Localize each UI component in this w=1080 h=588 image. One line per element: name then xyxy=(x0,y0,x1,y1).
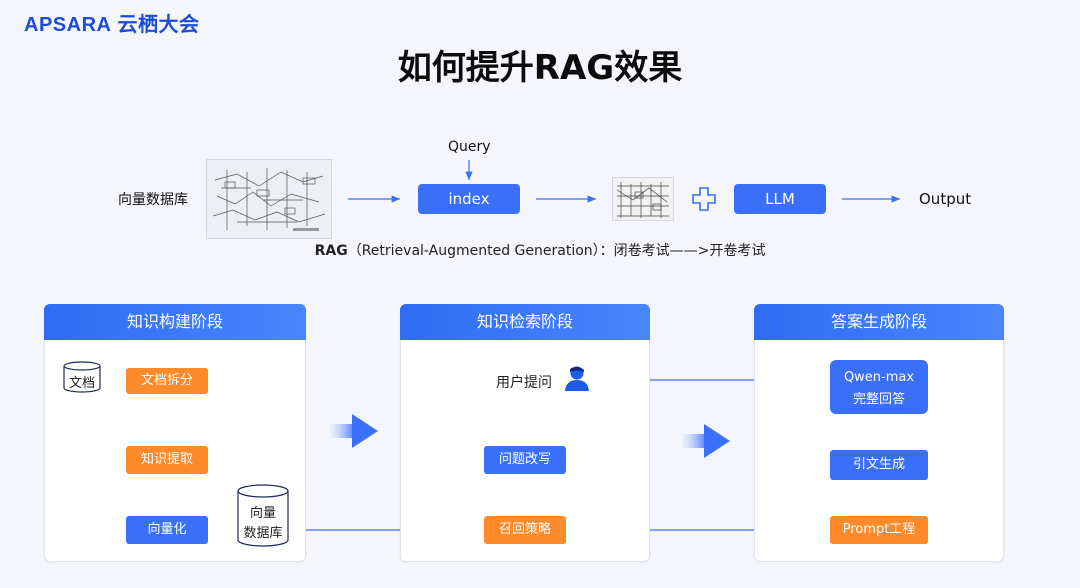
doc-label: 文档 xyxy=(68,376,95,391)
generate-stage-title: 答案生成阶段 xyxy=(754,304,1004,340)
page-title: 如何提升RAG效果 xyxy=(397,48,683,88)
doc-split-node: 文档拆分 xyxy=(126,368,208,394)
vectorize-node: 向量化 xyxy=(126,516,208,544)
qwen-max-line2: 完整回答 xyxy=(852,392,905,407)
rag-caption-text: （Retrieval-Augmented Generation）：闭卷考试——>… xyxy=(347,243,766,259)
vector-db-line1: 向量 xyxy=(249,506,276,521)
knowledge-graph-image xyxy=(206,159,332,239)
user-question-label: 用户提问 xyxy=(496,375,552,391)
plus-icon xyxy=(692,187,716,211)
build-stage-title: 知识构建阶段 xyxy=(44,304,306,340)
prompt-engineering-node: Prompt工程 xyxy=(830,516,928,544)
logo-cn: 云栖大会 xyxy=(117,14,200,36)
document-database-icon xyxy=(63,361,101,393)
question-rewrite-node: 问题改写 xyxy=(484,446,566,474)
logo-latin: APSARA xyxy=(24,14,112,36)
chevron-arrow-icon xyxy=(330,414,378,448)
query-label: Query xyxy=(448,139,491,155)
vector-db-line2: 数据库 xyxy=(243,526,283,541)
rag-caption-bold: RAG xyxy=(314,243,348,259)
user-icon xyxy=(563,364,591,392)
vector-db-label: 向量数据库 xyxy=(118,192,188,208)
retrieved-graph-image xyxy=(612,177,674,221)
chevron-arrow-icon xyxy=(682,424,730,458)
vector-database-icon xyxy=(237,484,289,548)
index-node: index xyxy=(418,184,520,214)
qwen-max-node: Qwen-max 完整回答 xyxy=(830,360,928,414)
llm-node: LLM xyxy=(734,184,826,214)
citation-generate-node: 引文生成 xyxy=(830,450,928,480)
retrieve-stage-title: 知识检索阶段 xyxy=(400,304,650,340)
recall-strategy-node: 召回策略 xyxy=(484,516,566,544)
qwen-max-line1: Qwen-max xyxy=(843,370,915,385)
output-label: Output xyxy=(919,190,972,208)
knowledge-extract-node: 知识提取 xyxy=(126,446,208,474)
rag-caption: RAG（Retrieval-Augmented Generation）：闭卷考试… xyxy=(0,240,1080,260)
